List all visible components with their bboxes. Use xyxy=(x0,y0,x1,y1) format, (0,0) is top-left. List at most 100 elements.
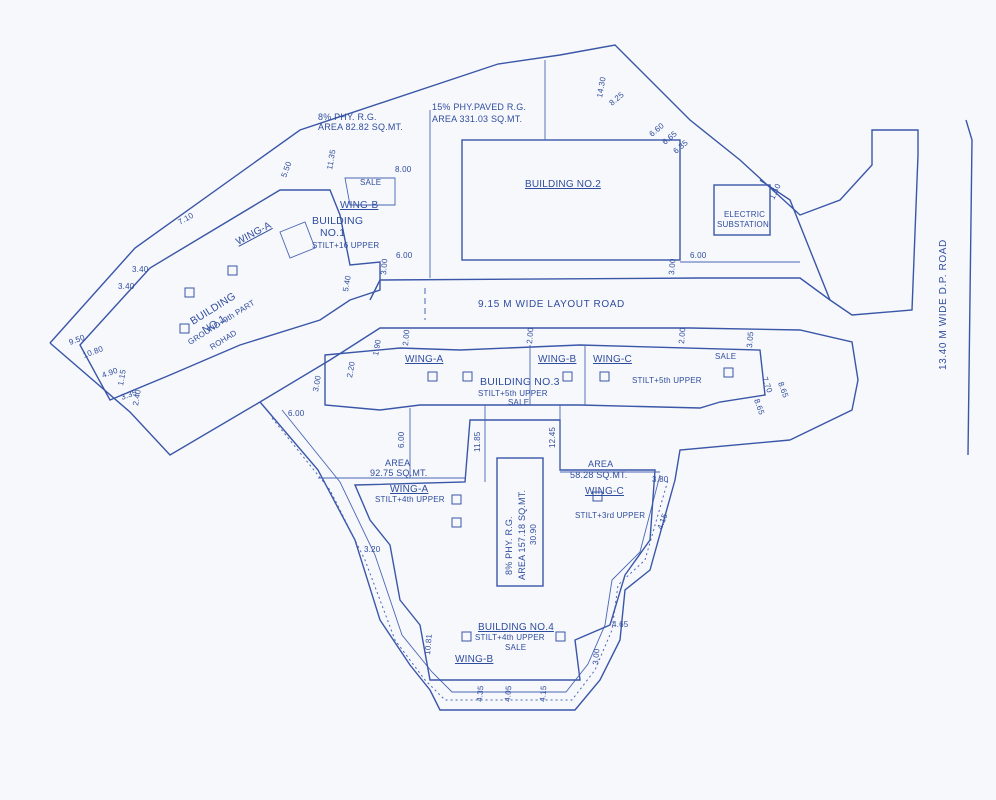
building3-title: BUILDING NO.3 xyxy=(480,376,560,388)
paved-rg-line2: AREA 331.03 SQ.MT. xyxy=(432,114,522,124)
dp-road-edge xyxy=(965,119,973,456)
dim-5-40: 5.40 xyxy=(341,274,353,292)
building3-sale: SALE xyxy=(508,398,529,407)
layout-road-south-edge xyxy=(259,327,859,441)
dim-3-00c: 3.00 xyxy=(311,374,323,392)
dim-9-50: 9.50 xyxy=(68,333,87,347)
dim-1-15: 1.15 xyxy=(116,368,128,386)
dim-7-10: 7.10 xyxy=(177,211,196,227)
dim-11-35: 11.35 xyxy=(325,148,337,170)
rg-top-line2: AREA 82.82 SQ.MT. xyxy=(318,122,403,132)
south-plot-boundary xyxy=(259,401,791,711)
building1-core xyxy=(279,221,316,259)
dim-12-45: 12.45 xyxy=(548,427,557,448)
building1-plot-edge xyxy=(49,342,261,456)
layout-road-north-edge xyxy=(369,277,831,301)
dim-6-00d: 6.00 xyxy=(397,431,406,448)
building3-stilt: STILT+5th UPPER xyxy=(478,389,548,398)
dim-8-25: 8.25 xyxy=(608,90,627,108)
dim-6-60: 6.60 xyxy=(648,121,667,139)
building4-stilt: STILT+4th UPPER xyxy=(475,633,545,642)
building1-center-line2: NO.1 xyxy=(320,227,345,239)
dim-2-20: 2.20 xyxy=(345,360,357,378)
building4-wing-a: WING-A xyxy=(390,484,429,495)
building3-lift-5 xyxy=(723,367,734,378)
central-rg-line2: AREA 157.18 SQ.MT. xyxy=(517,490,527,580)
building1-outline xyxy=(79,189,381,401)
building3-wing-c-stilt: STILT+5th UPPER xyxy=(632,376,702,385)
area-right-label: AREA xyxy=(588,459,613,469)
substation-line1: ELECTRIC xyxy=(724,210,765,219)
dim-2-00a: 2.00 xyxy=(401,329,411,346)
dim-4-15b: 4.15 xyxy=(538,685,548,702)
electric-substation-box xyxy=(713,184,771,236)
building1-center-line1: BUILDING xyxy=(312,215,363,227)
south-path-outer xyxy=(281,409,661,693)
dim-2-40: 2.40 xyxy=(131,388,143,406)
dim-2-00c: 2.00 xyxy=(677,327,687,344)
building1-lift-3 xyxy=(179,323,190,334)
dp-road-label: 13.40 M WIDE D.P. ROAD xyxy=(938,239,949,370)
building2-footprint xyxy=(461,139,681,261)
building3-wing-c: WING-C xyxy=(593,354,632,365)
substation-line2: SUBSTATION xyxy=(717,220,769,229)
building2-title: BUILDING NO.2 xyxy=(525,179,601,190)
dim-3-05: 3.05 xyxy=(745,331,755,348)
central-rg-line1: 8% PHY. R.G. xyxy=(504,516,514,575)
dim-8-65a: 8.65 xyxy=(776,381,790,400)
dim-6-00b: 6.00 xyxy=(690,251,707,260)
building4-lift-2 xyxy=(451,517,462,528)
building1-sale: SALE xyxy=(360,178,381,187)
dim-10-80: 10.80 xyxy=(82,344,105,360)
building3-wing-b: WING-B xyxy=(538,354,577,365)
building4-wing-c: WING-C xyxy=(585,486,624,497)
dim-10-81: 10.81 xyxy=(423,633,434,655)
building4-lift-4 xyxy=(555,631,566,642)
building1-lift-2 xyxy=(227,265,238,276)
building1-stilt: STILT+16 UPPER xyxy=(312,241,379,250)
dim-7-70: 7.70 xyxy=(760,376,774,395)
dim-3-00a: 3.00 xyxy=(379,258,389,275)
dim-3-40b: 3.40 xyxy=(118,282,135,291)
dim-8-00: 8.00 xyxy=(395,165,412,174)
north-plot-boundary xyxy=(49,44,919,344)
layout-road-label: 9.15 M WIDE LAYOUT ROAD xyxy=(478,299,625,310)
building4-wing-a-stilt: STILT+4th UPPER xyxy=(375,495,445,504)
building3-outline xyxy=(324,344,766,411)
area-right-value: 58.28 SQ.MT. xyxy=(570,470,627,480)
building1-wing-b-label: WING-B xyxy=(340,200,379,211)
building4-lift-3 xyxy=(461,631,472,642)
building4-outline xyxy=(353,419,656,681)
building4-sale: SALE xyxy=(505,643,526,652)
building4-lift-5 xyxy=(592,491,603,502)
building4-wing-c-stilt: STILT+3rd UPPER xyxy=(575,511,645,520)
building4-wing-b: WING-B xyxy=(455,654,494,665)
building3-lift-1 xyxy=(427,371,438,382)
dim-3-20: 3.20 xyxy=(364,545,381,554)
dim-4-65: 4.65 xyxy=(612,620,629,629)
dim-3-00d: 3.00 xyxy=(591,648,601,665)
dim-4-05: 4.05 xyxy=(503,685,513,702)
central-rg-dim: 30.90 xyxy=(529,524,538,545)
dim-5-50: 5.50 xyxy=(279,160,293,179)
area-left-label: AREA xyxy=(385,458,410,468)
central-rg-box xyxy=(496,457,544,587)
rg-top-line1: 8% PHY. R.G. xyxy=(318,112,377,122)
dim-6-00a: 6.00 xyxy=(396,251,413,260)
dim-3-40a: 3.40 xyxy=(132,265,149,274)
dim-11-85: 11.85 xyxy=(473,431,482,452)
dim-3-00b: 3.00 xyxy=(667,258,677,275)
building1-wing-b xyxy=(344,177,396,206)
building3-wing-c-sale: SALE xyxy=(715,352,736,361)
dim-2-00b: 2.00 xyxy=(525,327,535,344)
area-left-value: 92.75 SQ.MT. xyxy=(370,468,427,478)
dim-6-00c: 6.00 xyxy=(288,409,305,418)
building1-wing-a: WING-A xyxy=(234,220,273,248)
dim-3-80: 3.80 xyxy=(652,475,669,484)
dim-8-65b: 8.65 xyxy=(752,398,766,417)
building4-title: BUILDING NO.4 xyxy=(478,622,554,633)
building1-lift-1 xyxy=(184,287,195,298)
dim-14-30: 14.30 xyxy=(595,76,608,99)
building3-lift-2 xyxy=(462,371,473,382)
